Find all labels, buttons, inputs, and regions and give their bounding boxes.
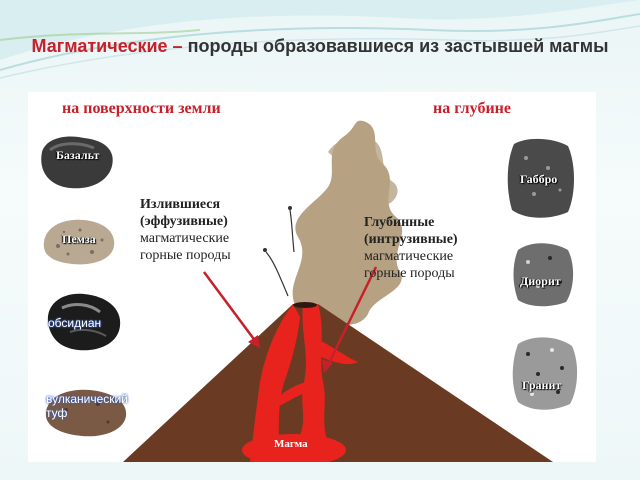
label-tuff: вулканический туф xyxy=(46,392,128,420)
intrusive-line2: (интрузивные) xyxy=(364,232,458,247)
intrusive-line3: магматические xyxy=(364,249,454,264)
effusive-line2: (эффузивные) xyxy=(140,214,228,229)
label-basalt: Базальт xyxy=(56,148,100,162)
label-obsidian: обсидиан xyxy=(48,316,102,330)
smoke-plume xyxy=(292,120,403,325)
rock-tuff: вулканический туф xyxy=(42,384,132,440)
rock-pumice: Пемза xyxy=(40,216,118,268)
label-tuff-line1: вулканический xyxy=(46,392,128,406)
volcano-illustration xyxy=(123,120,553,462)
title-rest: породы образовавшиеся из застывшей магмы xyxy=(182,36,609,56)
label-granite: Гранит xyxy=(522,378,562,392)
rock-granite: Гранит xyxy=(508,332,582,414)
title-accent: Магматические – xyxy=(31,36,183,56)
rock-diorite: Диорит xyxy=(508,238,578,310)
effusive-description: Излившиеся (эффузивные) магматические го… xyxy=(140,196,231,264)
label-diorite: Диорит xyxy=(520,274,561,288)
label-pumice: Пемза xyxy=(62,232,96,246)
effusive-line1: Излившиеся xyxy=(140,197,221,212)
label-tuff-line2: туф xyxy=(46,406,68,420)
header-surface: на поверхности земли xyxy=(62,100,221,117)
effusive-line3: магматические xyxy=(140,231,230,246)
lava-flow xyxy=(250,304,300,462)
intrusive-line1: Глубинные xyxy=(364,215,435,230)
rock-obsidian: обсидиан xyxy=(40,288,126,354)
illustration-panel: на поверхности земли на глубине Излившие… xyxy=(28,92,596,462)
rock-gabbro: Габбро xyxy=(504,134,578,222)
magma-chamber xyxy=(242,434,346,462)
label-magma: Магма xyxy=(274,438,308,450)
magma-channel xyxy=(296,304,328,442)
intrusive-description: Глубинные (интрузивные) магматические го… xyxy=(364,214,458,282)
volcano-cone xyxy=(123,304,553,462)
rock-basalt: Базальт xyxy=(36,132,118,192)
label-gabbro: Габбро xyxy=(520,172,558,186)
intrusive-line4: горные породы xyxy=(364,266,455,281)
decorative-wave xyxy=(0,0,640,79)
slide-title: Магматические – породы образовавшиеся из… xyxy=(20,34,620,58)
effusive-line4: горные породы xyxy=(140,248,231,263)
header-depth: на глубине xyxy=(433,100,511,117)
